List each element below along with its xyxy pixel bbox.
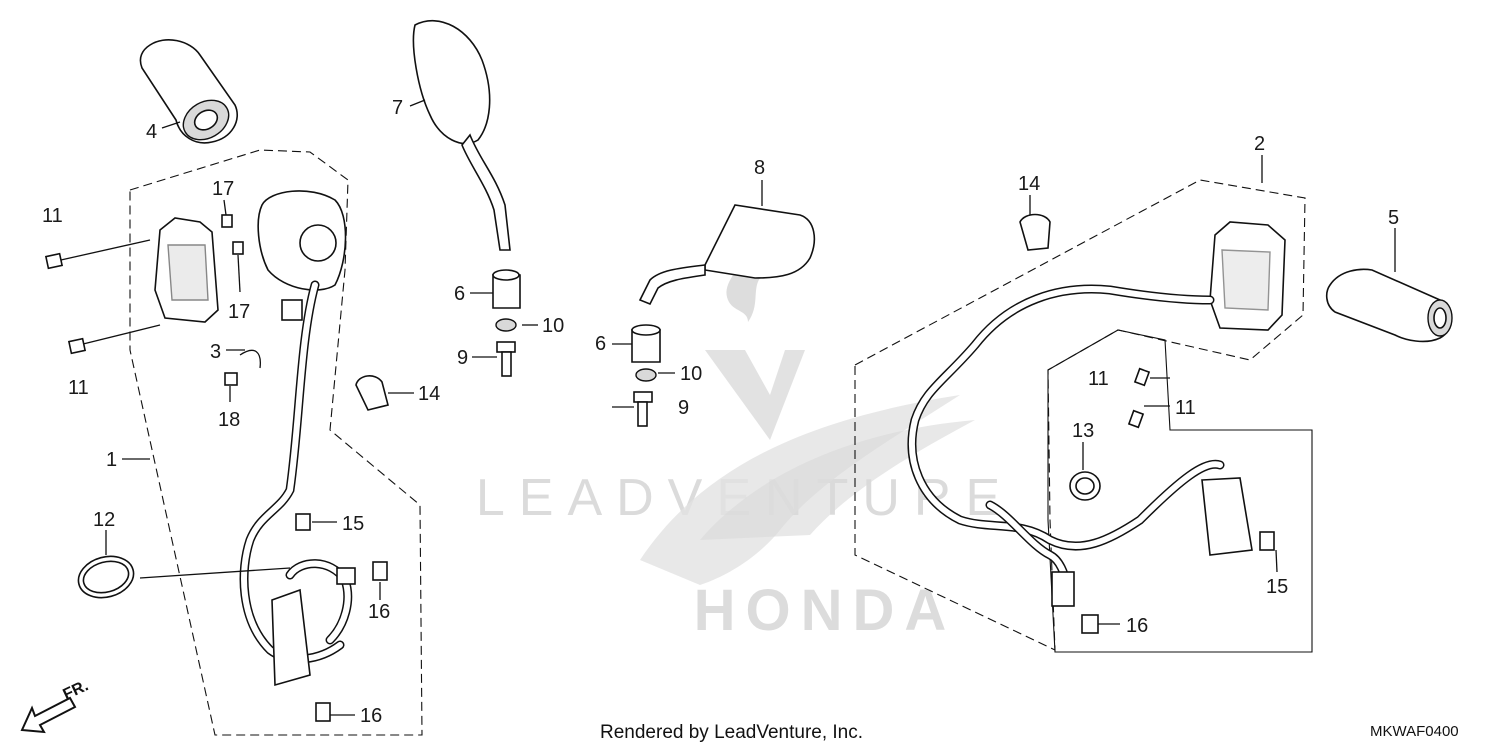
- front-direction-arrow: FR.: [20, 677, 92, 734]
- right-mirror-part: [638, 204, 816, 306]
- callout-15-right: 15: [1266, 576, 1288, 598]
- mirror-hardware-left: [492, 269, 521, 377]
- callout-numbers: 4 7 8 2 5 14 17 11 17 3 11 18 6 10 9 6 1…: [42, 97, 1399, 727]
- callout-3: 3: [210, 341, 221, 363]
- callout-16-right: 16: [1126, 615, 1148, 637]
- left-assembly-boundary: [129, 149, 423, 736]
- mirror-hardware-right: [631, 324, 661, 427]
- callout-10-right: 10: [680, 363, 702, 385]
- leadventure-watermark: LEADVENTURE HONDA: [476, 255, 1000, 643]
- callout-2: 2: [1254, 133, 1265, 155]
- callout-9-right: 9: [678, 397, 689, 419]
- callout-14-right: 14: [1018, 173, 1040, 195]
- right-switch-assembly: [907, 213, 1286, 634]
- callout-14-left: 14: [418, 383, 440, 405]
- leader-lines: [105, 99, 1396, 716]
- callout-11-low-left: 11: [68, 377, 89, 399]
- callout-13: 13: [1072, 420, 1094, 442]
- callout-16-left-bottom: 16: [360, 705, 382, 727]
- right-subassembly-box: [1047, 329, 1313, 653]
- callout-1: 1: [106, 449, 117, 471]
- callout-12: 12: [93, 509, 115, 531]
- callout-18: 18: [218, 409, 240, 431]
- callout-17-mid: 17: [228, 301, 250, 323]
- left-grip-part: [139, 39, 238, 144]
- right-grip-part: [1325, 268, 1453, 343]
- callout-17-top: 17: [212, 178, 234, 200]
- rendered-by-caption: Rendered by LeadVenture, Inc.: [600, 722, 863, 743]
- left-mirror-part: [412, 19, 511, 251]
- watermark-make-text: HONDA: [694, 578, 957, 643]
- callout-11-right-bottom: 11: [1175, 397, 1196, 419]
- callout-16-left-mid: 16: [368, 601, 390, 623]
- callout-15-left: 15: [342, 513, 364, 535]
- callout-6-left: 6: [454, 283, 465, 305]
- callout-9-left: 9: [457, 347, 468, 369]
- callout-10-left: 10: [542, 315, 564, 337]
- callout-5: 5: [1388, 207, 1399, 229]
- callout-7: 7: [392, 97, 403, 119]
- left-switch-assembly: [44, 190, 389, 722]
- callout-11-right-top: 11: [1088, 368, 1109, 390]
- callout-11-top-left: 11: [42, 205, 63, 227]
- diagram-code: MKWAF0400: [1370, 723, 1459, 740]
- front-marker-text: FR.: [61, 677, 92, 703]
- callout-8: 8: [754, 157, 765, 179]
- callout-6-right: 6: [595, 333, 606, 355]
- callout-4: 4: [146, 121, 157, 143]
